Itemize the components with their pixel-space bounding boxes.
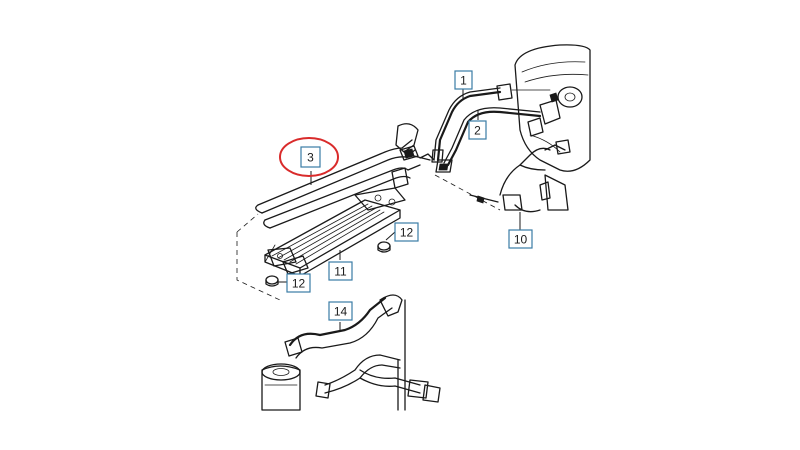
svg-text:3: 3: [307, 151, 314, 165]
callout-label-12-left[interactable]: 12: [286, 273, 311, 293]
svg-text:10: 10: [514, 233, 528, 247]
callout-label-2[interactable]: 2: [468, 120, 487, 140]
housing-drawing: [514, 44, 591, 172]
hoses-14-drawing: [261, 294, 441, 411]
harness-10-drawing: [469, 139, 571, 213]
callout-label-12-right[interactable]: 12: [394, 222, 419, 242]
assembly-dash-lines: [236, 174, 501, 301]
callout-label-11[interactable]: 11: [328, 261, 353, 281]
callout-label-3[interactable]: 3: [300, 146, 321, 168]
svg-text:14: 14: [334, 305, 348, 319]
pipe-1-drawing: [431, 83, 551, 163]
callout-label-14[interactable]: 14: [328, 301, 353, 321]
nut-12-right-drawing: [377, 241, 391, 253]
cooler-11-drawing: [264, 187, 406, 277]
svg-text:1: 1: [460, 74, 467, 88]
svg-text:2: 2: [474, 124, 481, 138]
svg-text:12: 12: [400, 226, 414, 240]
callout-label-1[interactable]: 1: [454, 70, 473, 90]
callout-label-10[interactable]: 10: [508, 229, 533, 249]
highlight-circle: [279, 137, 339, 177]
leader-lines: [278, 88, 521, 332]
pipe-2-drawing: [435, 107, 542, 173]
svg-text:12: 12: [292, 277, 306, 291]
pipe-3-drawing: [255, 123, 435, 229]
nut-12-left-drawing: [265, 275, 279, 287]
svg-text:11: 11: [334, 265, 347, 279]
